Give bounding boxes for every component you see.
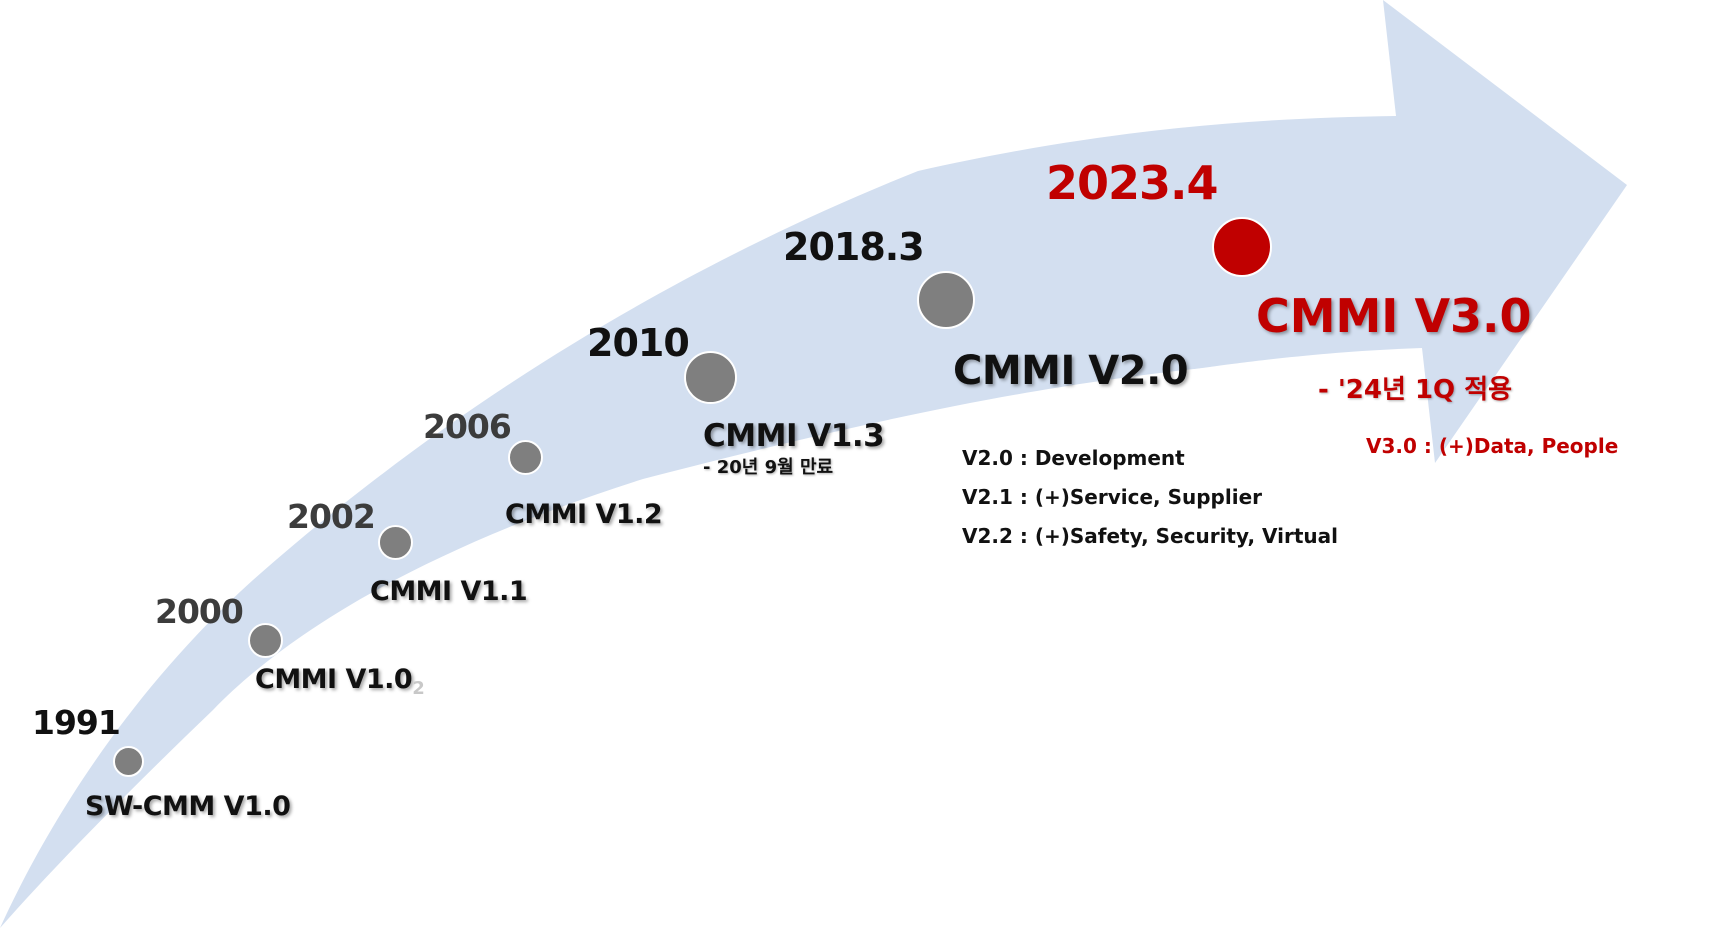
model-name: CMMI V1.2 — [505, 499, 663, 530]
model-note-cmmi-v3-0: - '24년 1Q 적용 — [1318, 375, 1513, 405]
year-label-2018-3: 2018.3 — [783, 225, 925, 269]
model-note-cmmi-v1-3: - 20년 9월 만료 — [703, 457, 834, 478]
model-name: CMMI V1.3 — [703, 418, 885, 454]
model-label-cmmi-v1-1: CMMI V1.1 — [370, 576, 528, 607]
model-suffix: 2 — [412, 678, 425, 699]
model-name: CMMI V1.1 — [370, 576, 528, 607]
milestone-dot-2010 — [684, 351, 737, 404]
year-label-2023-4: 2023.4 — [1046, 156, 1219, 210]
v2-detail-line: V2.1 : (+)Service, Supplier — [962, 485, 1262, 509]
year-label-2006: 2006 — [423, 407, 512, 446]
v2-detail-line: V2.2 : (+)Safety, Security, Virtual — [962, 524, 1339, 548]
model-label-sw-cmm-v1-0: SW-CMM V1.0 — [85, 791, 291, 822]
model-label-cmmi-v1-3: CMMI V1.3 — [703, 418, 885, 454]
model-label-cmmi-v1-2: CMMI V1.2 — [505, 499, 663, 530]
milestone-dot-2002 — [378, 525, 413, 560]
milestone-dot-2018-3 — [917, 271, 975, 329]
model-name: SW-CMM V1.0 — [85, 791, 291, 822]
model-name: CMMI V3.0 — [1256, 289, 1532, 343]
year-label-1991: 1991 — [32, 703, 121, 742]
model-name: CMMI V1.0 — [255, 664, 413, 695]
model-label-cmmi-v1-0: CMMI V1.02 — [255, 664, 425, 699]
milestone-dot-2006 — [508, 440, 543, 475]
year-label-2010: 2010 — [587, 321, 690, 365]
milestone-dot-1991 — [113, 746, 144, 777]
model-label-cmmi-v2-0: CMMI V2.0 — [953, 348, 1189, 394]
v3-detail-line: V3.0 : (+)Data, People — [1366, 434, 1619, 458]
year-label-2002: 2002 — [287, 497, 376, 536]
v2-detail-line: V2.0 : Development — [962, 446, 1185, 470]
model-name: CMMI V2.0 — [953, 348, 1189, 394]
model-label-cmmi-v3-0: CMMI V3.0 — [1256, 293, 1532, 339]
milestone-dot-2023-4 — [1212, 217, 1272, 277]
milestone-dot-2000 — [248, 623, 283, 658]
year-label-2000: 2000 — [155, 592, 244, 631]
